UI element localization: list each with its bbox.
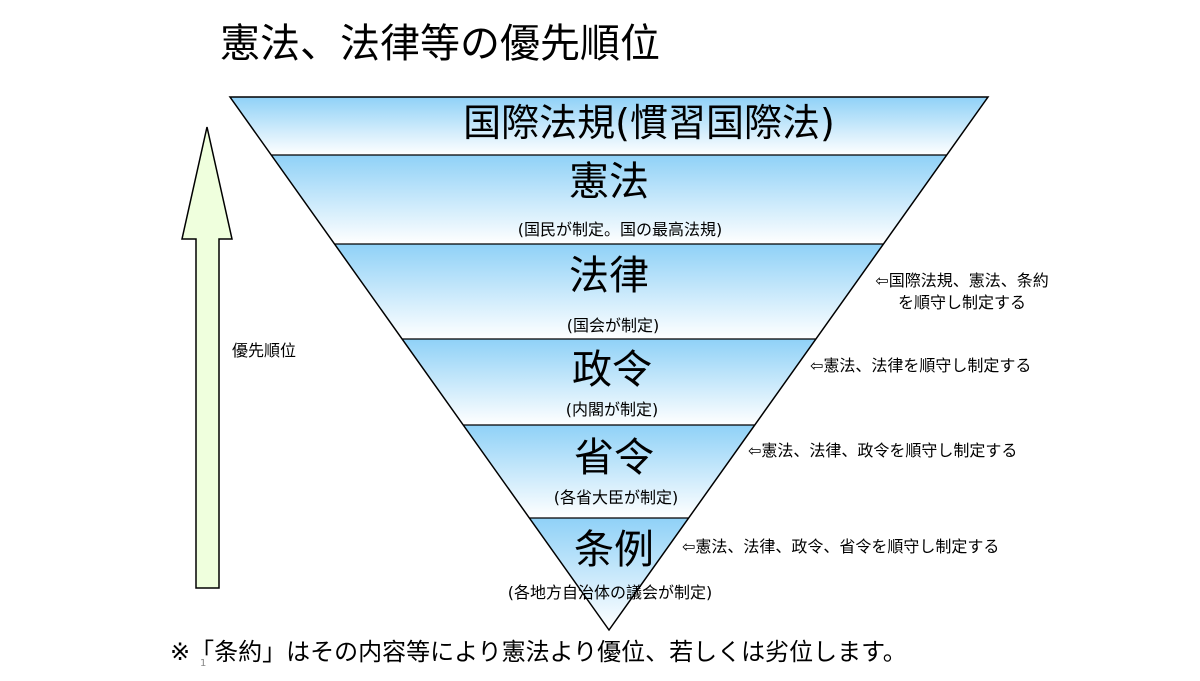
priority-up-arrow [181,126,233,589]
page-title: 憲法、法律等の優先順位 [220,21,660,67]
note-law-line2: を順守し制定する [897,293,1026,312]
band-title-local-ordinance: 条例 [574,527,654,573]
band-subtitle-constitution: (国民が制定。国の最高法規) [517,220,723,239]
priority-arrow-label: 優先順位 [232,341,297,360]
band-subtitle-law: (国会が制定) [566,316,660,335]
band-title-cabinet-order: 政令 [572,347,652,393]
pyramid-outline [228,96,990,632]
footnote: ※「条約」はその内容等により憲法より優位、若しくは劣位します。 [170,638,907,666]
pyramid-band-ministerial-order [463,425,755,518]
band-subtitle-ministerial-order: (各省大臣が制定) [553,488,679,507]
pyramid-band-law [334,244,884,339]
pyramid-dividers [271,154,947,519]
note-law-line1: ⇦国際法規、憲法、条約 [875,271,1049,290]
pyramid-band-cabinet-order [402,339,816,425]
band-title-international-law: 国際法規(慣習国際法) [463,101,835,145]
note-law: ⇦国際法規、憲法、条約 を順守し制定する [866,270,1058,314]
band-title-ministerial-order: 省令 [574,435,654,481]
band-title-constitution: 憲法 [569,159,649,205]
pyramid-bands [230,97,988,630]
page-number: 1 [200,658,207,669]
note-cabinet-order: ⇦憲法、法律を順守し制定する [810,356,1032,375]
pyramid-band-international-law [230,97,988,155]
band-title-law: 法律 [569,253,649,299]
band-subtitle-local-ordinance: (各地方自治体の議会が制定) [507,583,713,602]
note-local-ordinance: ⇦憲法、法律、政令、省令を順守し制定する [682,537,1000,556]
band-subtitle-cabinet-order: (内閣が制定) [565,400,659,419]
pyramid-band-local-ordinance [529,518,689,630]
pyramid-band-constitution [271,155,947,244]
note-ministerial-order: ⇦憲法、法律、政令を順守し制定する [748,441,1018,460]
